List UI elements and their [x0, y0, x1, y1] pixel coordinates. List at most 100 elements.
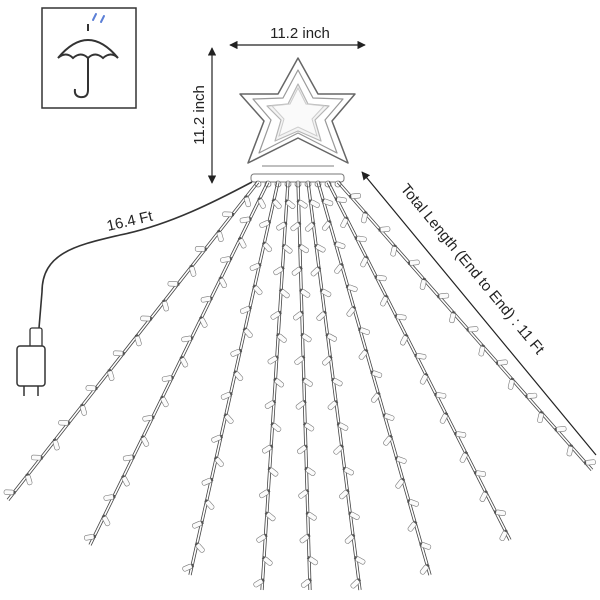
star-height-dimension: 11.2 inch — [191, 47, 217, 184]
led-bulb — [267, 466, 279, 477]
led-bulb — [52, 438, 60, 451]
star-width-dimension: 11.2 inch — [229, 25, 366, 50]
strand-wire — [328, 181, 512, 540]
led-bulb — [264, 511, 276, 522]
led-bulb — [181, 335, 194, 343]
led-bulb — [259, 220, 272, 228]
led-bulb — [306, 555, 319, 566]
led-bulb — [58, 419, 71, 426]
connector-hook — [284, 180, 292, 188]
led-bulb — [374, 274, 387, 282]
led-bulb — [295, 399, 307, 410]
led-bulb — [161, 375, 174, 382]
led-bulb — [233, 370, 244, 382]
led-bulb — [358, 348, 369, 360]
led-bulb — [327, 399, 339, 411]
led-bulb — [25, 473, 33, 486]
strand-wire — [190, 182, 280, 576]
led-bulb — [230, 348, 243, 357]
led-bulb — [499, 529, 508, 542]
led-bulb — [370, 370, 383, 378]
led-bulb — [331, 377, 343, 387]
led-bulb — [566, 444, 574, 457]
led-bulb — [134, 334, 142, 347]
led-bulb — [30, 454, 43, 461]
led-bulb — [85, 385, 98, 391]
led-bulb — [243, 195, 252, 208]
led-bulb — [223, 413, 234, 424]
led-bulb — [310, 266, 322, 277]
led-bulb — [201, 477, 214, 486]
led-bulb — [242, 327, 253, 339]
strand-wire — [318, 181, 432, 575]
led-bulb — [459, 451, 469, 463]
led-bulb — [474, 470, 487, 477]
led-bulb — [554, 426, 567, 433]
led-bulb — [399, 333, 409, 346]
led-bulb — [270, 310, 282, 320]
led-bulb — [350, 578, 362, 589]
strand-wire — [296, 182, 310, 591]
led-bulb — [291, 266, 303, 276]
led-bulb — [300, 578, 312, 588]
led-bulb — [334, 262, 344, 274]
led-bulb — [395, 477, 406, 489]
led-bulb — [292, 310, 305, 321]
led-bulb — [237, 236, 247, 249]
strand-wire — [336, 182, 592, 472]
led-bulb — [325, 333, 338, 342]
led-bulb — [3, 489, 16, 496]
star-width-label: 11.2 inch — [270, 25, 330, 42]
led-bulb — [222, 211, 235, 218]
led-bulb — [378, 226, 391, 233]
led-bulb — [112, 350, 125, 357]
led-bulb — [370, 391, 381, 403]
led-bulb — [308, 199, 320, 208]
strand-wire — [306, 182, 360, 591]
led-bulb — [264, 399, 277, 409]
strand-wire — [6, 181, 258, 500]
led-bulb — [334, 196, 347, 203]
strand-wire — [316, 182, 430, 576]
led-bulb — [419, 277, 427, 290]
led-bulb — [419, 563, 430, 575]
led-bulb — [249, 262, 262, 271]
led-bulb — [179, 355, 189, 368]
led-bulb — [79, 403, 88, 416]
led-bulb — [189, 264, 197, 277]
led-bulb — [122, 454, 135, 462]
led-bulb — [239, 305, 252, 314]
led-bulb — [439, 412, 449, 424]
led-bulb — [261, 555, 273, 566]
strand-wire — [188, 181, 278, 575]
led-bulb — [276, 221, 288, 231]
led-bulb — [142, 415, 155, 422]
led-bulb — [407, 499, 419, 507]
led-bulb — [194, 542, 205, 553]
led-bulb — [200, 296, 213, 303]
led-bulb — [191, 520, 204, 529]
led-bulb — [296, 444, 309, 455]
led-bulb — [220, 391, 233, 400]
strand-wire — [88, 181, 268, 545]
led-bulb — [349, 193, 362, 199]
led-bulb — [454, 431, 467, 438]
led-bulb — [182, 563, 195, 572]
led-bulb — [407, 520, 418, 532]
led-bulb — [83, 534, 96, 541]
led-bulb — [218, 276, 228, 289]
strand-wire — [260, 181, 288, 590]
led-bulb — [414, 353, 427, 360]
led-bulb — [345, 284, 358, 293]
led-bulb — [353, 555, 366, 565]
led-bulb — [252, 284, 263, 296]
led-bulb — [382, 413, 395, 421]
led-bulb — [103, 494, 116, 501]
led-bulb — [294, 355, 306, 365]
led-bulb — [278, 288, 290, 299]
led-bulb — [121, 474, 130, 487]
led-bulb — [394, 456, 407, 464]
led-bulb — [211, 434, 224, 443]
led-bulb — [101, 514, 111, 527]
